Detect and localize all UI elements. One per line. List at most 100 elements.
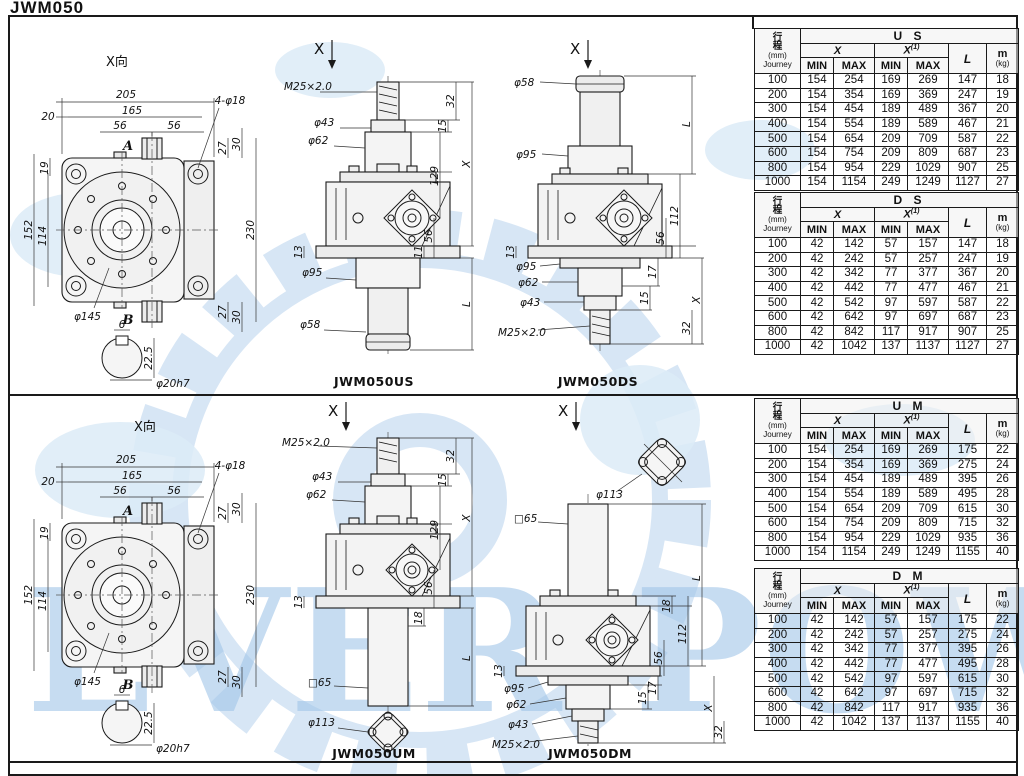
dim-thread: M25×2.0 [282,437,330,449]
table-cell: 154 [800,175,834,191]
table-cell: 189 [874,102,908,118]
table-cell: 249 [874,545,908,561]
dim-18: 18 [661,599,673,613]
table-cell: 117 [874,324,908,341]
table-cell: 467 [948,116,987,133]
min-header: MIN [800,597,834,614]
table-cell: 42 [800,309,834,326]
table-cell: 1042 [833,339,875,355]
dim-114: 114 [37,226,49,246]
dim-32: 32 [445,94,457,108]
table-cell: 367 [948,102,987,118]
table-cell: 97 [874,309,908,326]
table-cell: 809 [907,145,949,162]
table-cell: 554 [833,486,875,503]
table-cell: 26 [985,642,1020,658]
table-cell: 77 [874,280,908,297]
view-direction-label: X向 [106,54,128,70]
table-cell: 935 [948,700,987,717]
table-cell: 57 [874,627,908,644]
max-header: MAX [907,57,949,74]
dim-58: φ58 [300,319,321,331]
dim-bolt-holes: 4-φ18 [215,95,246,107]
table-cell: 1249 [907,175,949,191]
drawing-front-view-top: X向 205 [23,54,257,390]
table-cell: 154 [800,443,834,459]
dim-129: 129 [429,166,441,186]
dim-56: 56 [423,581,435,595]
table-cell: 20 [985,266,1020,282]
table-cell: 400 [754,656,801,673]
table-cell: 454 [833,472,875,488]
table-cell: 97 [874,685,908,702]
view-caption: JWM050DS [557,374,638,389]
dim-56-left: 56 [113,485,127,497]
table-cell: 42 [800,656,834,673]
table-cell: 100 [754,443,801,459]
dim-56-right: 56 [167,120,181,132]
table-cell: 597 [907,295,949,311]
table-cell: 377 [907,266,949,282]
table-cell: 42 [800,715,834,731]
table-cell: 21 [985,280,1020,297]
table-cell: 154 [800,486,834,503]
table-cell: 800 [754,530,801,547]
table-cell: 27 [985,175,1020,191]
drawing-jwm050dm: X [492,402,726,760]
table-cell: 200 [754,457,801,474]
table-cell: 42 [800,339,834,355]
table-cell: 22 [985,443,1020,459]
drawing-jwm050um: X [282,402,474,760]
table-cell: 169 [874,457,908,474]
x1-header: X(1) [874,43,949,58]
table-cell: 242 [833,251,875,268]
table-cell: 200 [754,627,801,644]
table-title: D S [799,192,1020,208]
dim-43: φ43 [314,117,334,129]
table-cell: 154 [800,87,834,104]
table-cell: 369 [907,457,949,474]
dim-11: 11 [413,245,425,258]
table-cell: 400 [754,116,801,133]
view-caption: JWM050UM [331,746,416,760]
x-header: X [800,583,875,598]
table-cell: 587 [948,295,987,311]
table-cell: 142 [833,613,875,629]
table-cell: 907 [948,160,987,177]
dim-43: φ43 [508,719,528,731]
table-cell: 917 [907,700,949,717]
table-cell: 209 [874,515,908,532]
table-cell: 600 [754,309,801,326]
dim-95: φ95 [504,683,525,695]
table-cell: 100 [754,613,801,629]
table-cell: 20 [985,102,1020,118]
min-header: MIN [874,427,908,444]
table-cell: 209 [874,131,908,147]
table-cell: 489 [907,472,949,488]
axis-label: X [328,402,338,420]
table-cell: 400 [754,280,801,297]
table-cell: 642 [833,309,875,326]
table-cell: 77 [874,642,908,658]
table-cell: 687 [948,309,987,326]
table-cell: 154 [800,131,834,147]
table-cell: 842 [833,324,875,341]
table-cell: 247 [948,251,987,268]
dim-17: 17 [647,265,659,279]
table-cell: 209 [874,501,908,517]
